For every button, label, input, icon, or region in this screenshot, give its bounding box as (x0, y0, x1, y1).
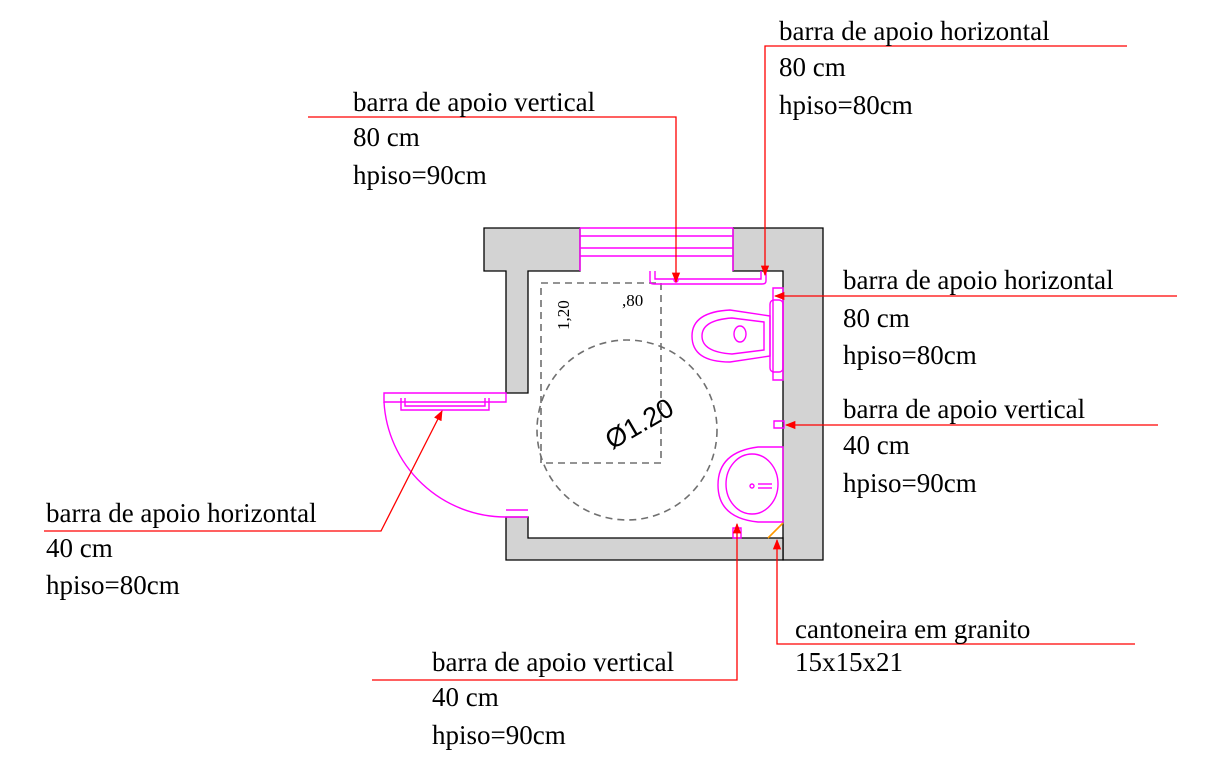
callout-title: barra de apoio horizontal (843, 265, 1114, 295)
module-depth-label: 1,20 (554, 300, 573, 330)
callout-height: hpiso=90cm (843, 468, 977, 498)
callout-title: barra de apoio horizontal (779, 16, 1050, 46)
callout-height: hpiso=90cm (432, 720, 566, 750)
door-grab-bar (400, 398, 490, 411)
turning-circle-label: Ø1.20 (600, 392, 679, 455)
callout-size: 40 cm (46, 533, 113, 563)
toilet-bowl (691, 309, 771, 363)
module-width-label: ,80 (622, 291, 643, 310)
callout-size: 80 cm (353, 122, 420, 152)
door (383, 392, 528, 518)
callout-horizontal-door: barra de apoio horizontal 40 cm hpiso=80… (46, 498, 317, 600)
leaders (44, 45, 1177, 681)
walls (483, 227, 824, 561)
callout-height: hpiso=80cm (843, 340, 977, 370)
callout-height: hpiso=80cm (46, 570, 180, 600)
sink (717, 446, 784, 523)
callout-vertical-right: barra de apoio vertical 40 cm hpiso=90cm (843, 394, 1085, 498)
module-rectangle (540, 282, 662, 464)
callout-size: 80 cm (779, 52, 846, 82)
toilet-tank (769, 299, 784, 373)
callout-title: barra de apoio vertical (353, 87, 595, 117)
callout-size: 15x15x21 (795, 647, 903, 677)
turning-circle (536, 339, 718, 521)
callout-corner: cantoneira em granito 15x15x21 (795, 614, 1030, 677)
callout-vertical-top: barra de apoio vertical 80 cm hpiso=90cm (353, 87, 595, 190)
window (579, 227, 734, 271)
callout-title: barra de apoio horizontal (46, 498, 317, 528)
callout-size: 40 cm (843, 430, 910, 460)
callout-title: cantoneira em granito (795, 614, 1030, 644)
door-swing-arc (383, 401, 507, 518)
callout-title: barra de apoio vertical (843, 394, 1085, 424)
right-vertical-bar (773, 420, 785, 429)
callout-horizontal-top: barra de apoio horizontal 80 cm hpiso=80… (779, 16, 1050, 120)
callout-height: hpiso=80cm (779, 90, 913, 120)
callout-vertical-bottom: barra de apoio vertical 40 cm hpiso=90cm (432, 647, 674, 750)
door-leaf (383, 392, 507, 403)
callout-size: 40 cm (432, 682, 499, 712)
callout-size: 80 cm (843, 303, 910, 333)
callout-height: hpiso=90cm (353, 160, 487, 190)
sink-basin (717, 446, 784, 523)
wall-top-right (732, 227, 824, 561)
callout-horizontal-right: barra de apoio horizontal 80 cm hpiso=80… (843, 265, 1114, 370)
granite-corner-piece (767, 522, 784, 539)
callout-title: barra de apoio vertical (432, 647, 674, 677)
accessible-module: Ø1.20 ,80 1,20 (536, 282, 718, 521)
top-grab-bar (649, 271, 767, 285)
toilet (691, 287, 784, 381)
